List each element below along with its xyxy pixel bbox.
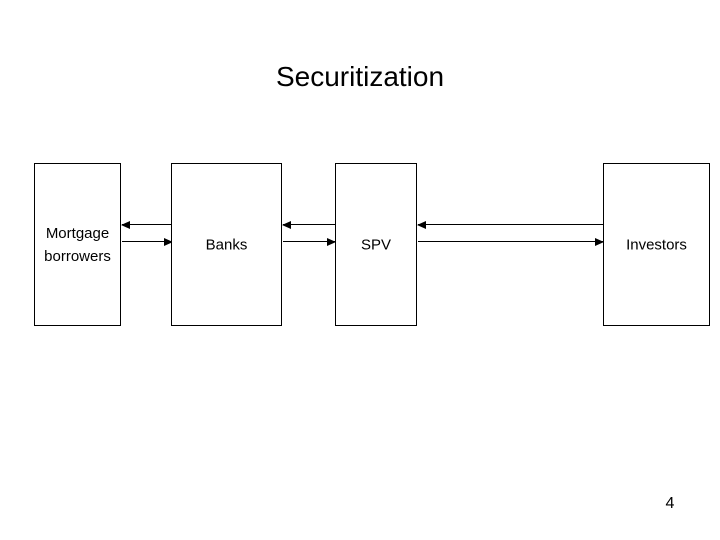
arrow-mortgage-borrowers-to-banks bbox=[122, 237, 173, 246]
node-box-mortgage-borrowers[interactable]: Mortgage borrowers bbox=[34, 163, 121, 326]
node-label-investors: Investors bbox=[626, 236, 687, 253]
arrow-banks-to-spv bbox=[283, 237, 336, 246]
node-label-mortgage-borrowers: Mortgage borrowers bbox=[44, 224, 111, 265]
node-box-investors[interactable]: Investors bbox=[603, 163, 710, 326]
node-box-banks[interactable]: Banks bbox=[171, 163, 282, 326]
node-label-banks: Banks bbox=[205, 236, 248, 253]
arrow-spv-to-banks bbox=[282, 220, 335, 229]
arrow-spv-to-investors bbox=[418, 237, 604, 246]
page-title: Securitization bbox=[275, 61, 445, 92]
node-label-spv: SPV bbox=[360, 236, 392, 253]
arrow-investors-to-spv bbox=[417, 220, 603, 229]
page-number: 4 bbox=[665, 495, 675, 512]
arrow-banks-to-mortgage-borrowers bbox=[121, 220, 172, 229]
node-box-spv[interactable]: SPV bbox=[335, 163, 417, 326]
